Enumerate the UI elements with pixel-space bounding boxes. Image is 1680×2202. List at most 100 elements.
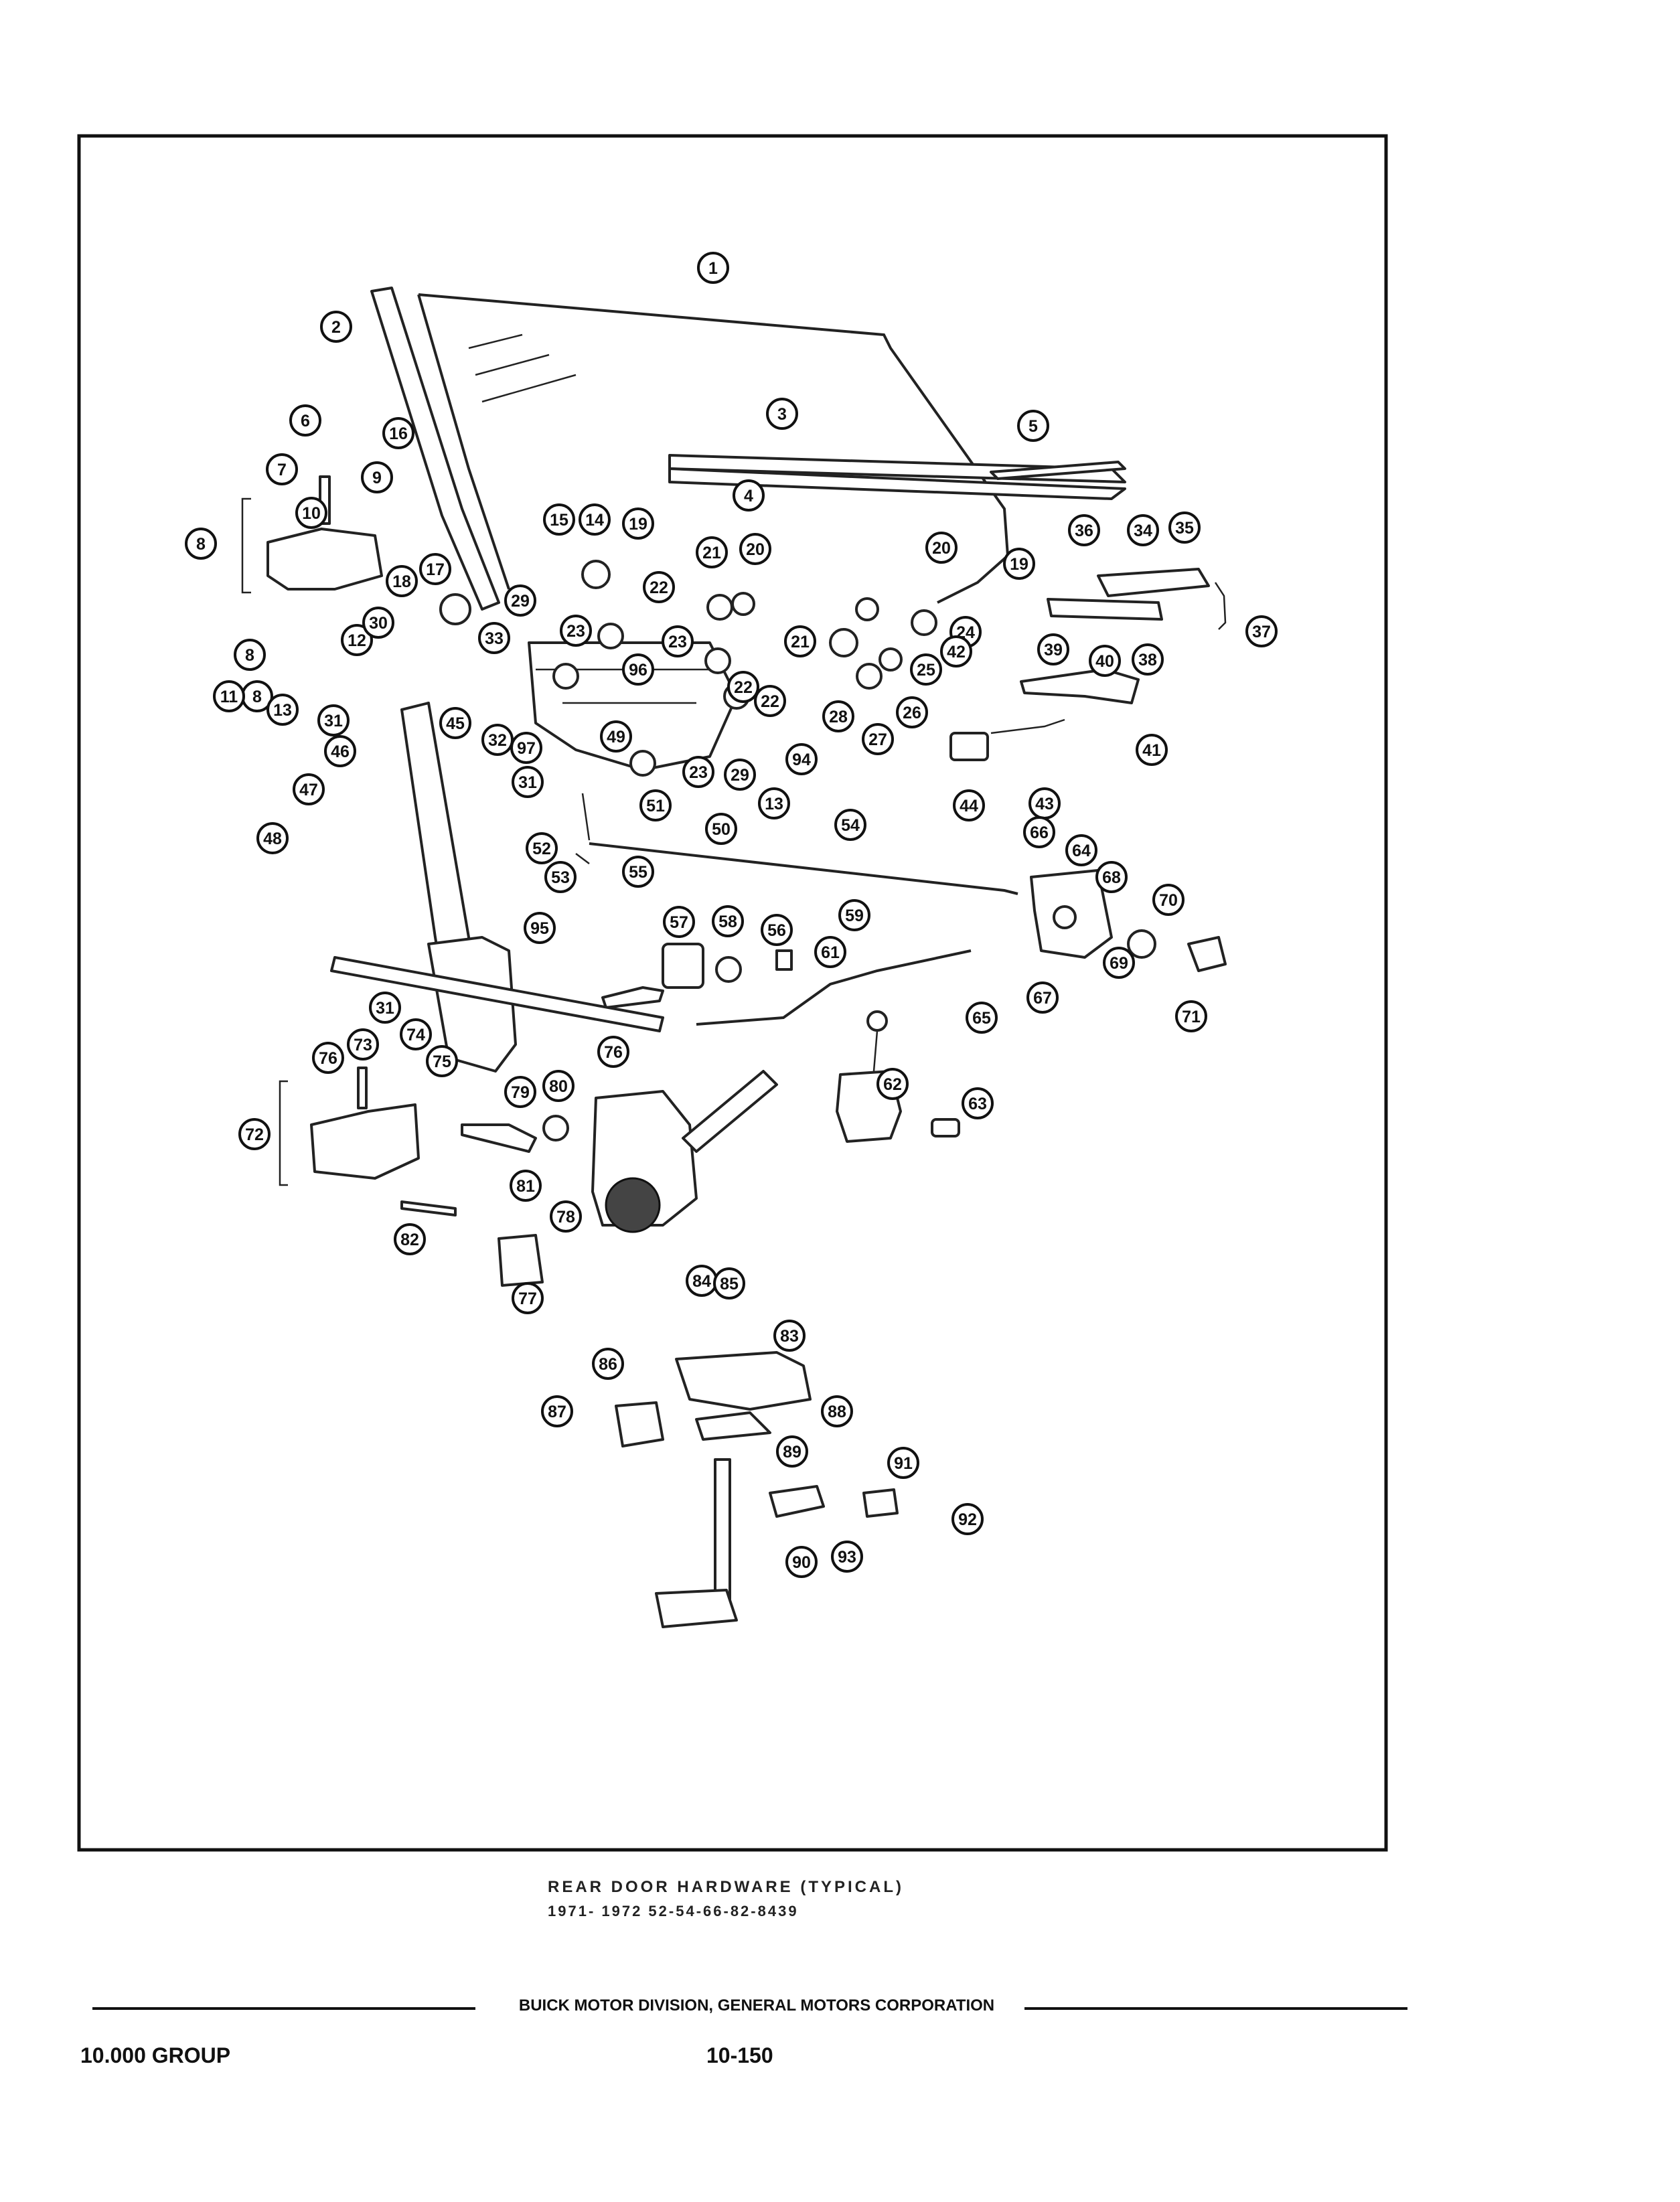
callout-44: 44 [953, 789, 985, 821]
callout-circle [1095, 861, 1128, 893]
callout-circle [761, 914, 793, 946]
callout-31: 31 [317, 704, 350, 736]
outside-handle-lever [1020, 668, 1140, 704]
callout-90: 90 [785, 1546, 818, 1578]
callout-label: 72 [245, 1125, 264, 1144]
callout-circle [1023, 816, 1055, 848]
callout-69: 69 [1103, 947, 1135, 979]
callout-6: 6 [289, 404, 321, 437]
callout-circle [1065, 834, 1097, 866]
callout-label: 30 [369, 614, 388, 633]
callout-label: 23 [566, 622, 585, 641]
caption-title: REAR DOOR HARDWARE (TYPICAL) [548, 1878, 904, 1896]
motor-cable [872, 1030, 879, 1072]
callout-label: 51 [646, 797, 665, 815]
callout-label: 8 [245, 646, 254, 665]
callout-circle [382, 417, 414, 449]
callout-label: 63 [968, 1095, 987, 1113]
callout-7: 7 [266, 453, 298, 485]
callout-circle [526, 832, 558, 864]
callout-63: 63 [962, 1087, 994, 1119]
callout-label: 38 [1138, 651, 1157, 670]
callout-label: 78 [556, 1208, 575, 1227]
callout-34: 34 [1127, 514, 1159, 546]
callout-77: 77 [512, 1282, 544, 1314]
callout-label: 11 [220, 688, 238, 706]
callout-21: 21 [696, 536, 728, 568]
callout-4: 4 [733, 479, 765, 512]
callout-49: 49 [600, 720, 632, 753]
inside-handle-bezel [662, 943, 704, 989]
callout-circle [784, 625, 816, 657]
callout-label: 80 [549, 1077, 568, 1096]
callout-label: 57 [670, 913, 688, 932]
callout-circle [733, 479, 765, 512]
callout-label: 53 [551, 868, 570, 887]
callout-14: 14 [579, 503, 611, 536]
callout-8: 8 [185, 528, 217, 560]
handle-pad [1047, 598, 1163, 621]
callout-label: 29 [731, 766, 749, 785]
callout-87: 87 [541, 1395, 573, 1427]
door-key-link [1214, 582, 1227, 630]
callout-circle [663, 906, 695, 938]
callout-label: 95 [530, 919, 549, 938]
callout-circle [1103, 947, 1135, 979]
callout-label: 94 [792, 751, 811, 769]
callout-label: 83 [780, 1327, 799, 1346]
roller-21a [706, 594, 733, 621]
callout-circle [951, 1503, 984, 1535]
callout-circle [962, 1087, 994, 1119]
callout-8: 8 [241, 680, 273, 712]
callout-label: 41 [1142, 741, 1161, 760]
callout-31: 31 [512, 766, 544, 798]
callout-circle [512, 1282, 544, 1314]
lock-button-ferrule [775, 949, 793, 971]
callout-label: 45 [446, 714, 465, 733]
callout-label: 4 [744, 487, 753, 505]
callout-circle [1089, 645, 1121, 677]
callout-50: 50 [705, 813, 737, 845]
callout-circle [579, 503, 611, 536]
callout-label: 74 [406, 1026, 425, 1044]
callout-circle [512, 766, 544, 798]
callout-label: 14 [585, 511, 604, 530]
callout-circle [724, 759, 756, 791]
callout-label: 12 [348, 631, 366, 650]
callout-circle [697, 252, 729, 284]
callout-30: 30 [362, 607, 394, 639]
callout-15: 15 [543, 503, 575, 536]
callout-88: 88 [821, 1395, 853, 1427]
callout-20: 20 [739, 533, 771, 565]
callout-label: 44 [960, 797, 978, 815]
callout-label: 50 [712, 820, 731, 839]
callout-circle [814, 936, 846, 968]
callout-circle [295, 497, 327, 529]
callout-circle [419, 553, 451, 585]
callout-circle [821, 1395, 853, 1427]
callout-label: 92 [958, 1510, 977, 1529]
roller-21b [829, 628, 858, 657]
callout-circle [542, 1070, 575, 1102]
callout-61: 61 [814, 936, 846, 968]
callout-circle [639, 789, 672, 821]
callout-circle [1026, 981, 1059, 1014]
callout-13: 13 [266, 694, 299, 726]
callout-circle [776, 1435, 808, 1468]
roller-25 [879, 647, 903, 672]
callout-78: 78 [550, 1200, 582, 1233]
callout-circle [362, 607, 394, 639]
callout-91: 91 [887, 1447, 919, 1479]
roller-24 [911, 609, 937, 636]
callout-54: 54 [834, 809, 866, 841]
callout-22: 22 [643, 571, 675, 603]
callout-circle [560, 615, 592, 647]
callout-circle [293, 773, 325, 805]
callout-label: 90 [792, 1553, 811, 1572]
callout-circle [785, 1546, 818, 1578]
callout-label: 84 [692, 1272, 711, 1291]
callout-12: 12 [341, 624, 373, 656]
callout-label: 73 [354, 1036, 372, 1054]
